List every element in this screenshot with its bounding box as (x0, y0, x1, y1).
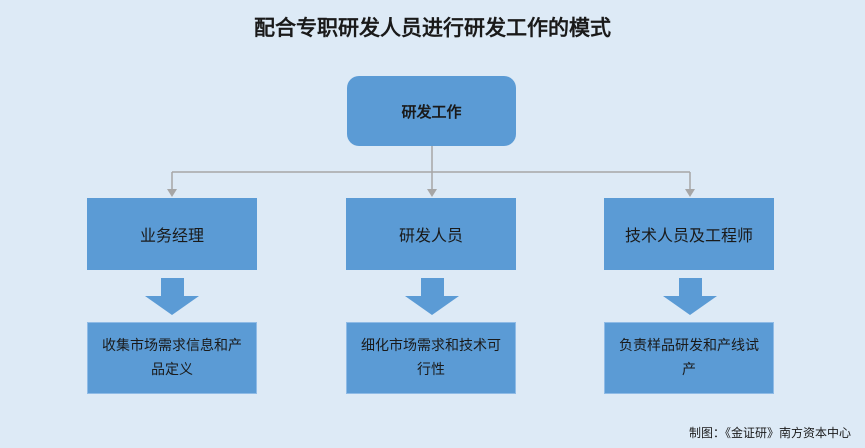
task-node-rd-staff: 细化市场需求和技术可行性 (346, 322, 516, 394)
diagram-title: 配合专职研发人员进行研发工作的模式 (254, 16, 611, 40)
source-credit: 制图：《金证研》南方资本中心 (688, 426, 851, 440)
arrowhead-left (167, 189, 177, 197)
role-node-rd-staff: 研发人员 (346, 198, 516, 270)
block-arrow-middle (405, 278, 459, 315)
role-node-technicians: 技术人员及工程师 (604, 198, 774, 270)
root-node: 研发工作 (347, 76, 516, 146)
block-arrow-left (145, 278, 199, 315)
arrowhead-right (685, 189, 695, 197)
arrowhead-middle (427, 189, 437, 197)
task-node-business-manager: 收集市场需求信息和产品定义 (87, 322, 257, 394)
role-node-business-manager: 业务经理 (87, 198, 257, 270)
task-node-technicians: 负责样品研发和产线试产 (604, 322, 774, 394)
block-arrow-right (663, 278, 717, 315)
